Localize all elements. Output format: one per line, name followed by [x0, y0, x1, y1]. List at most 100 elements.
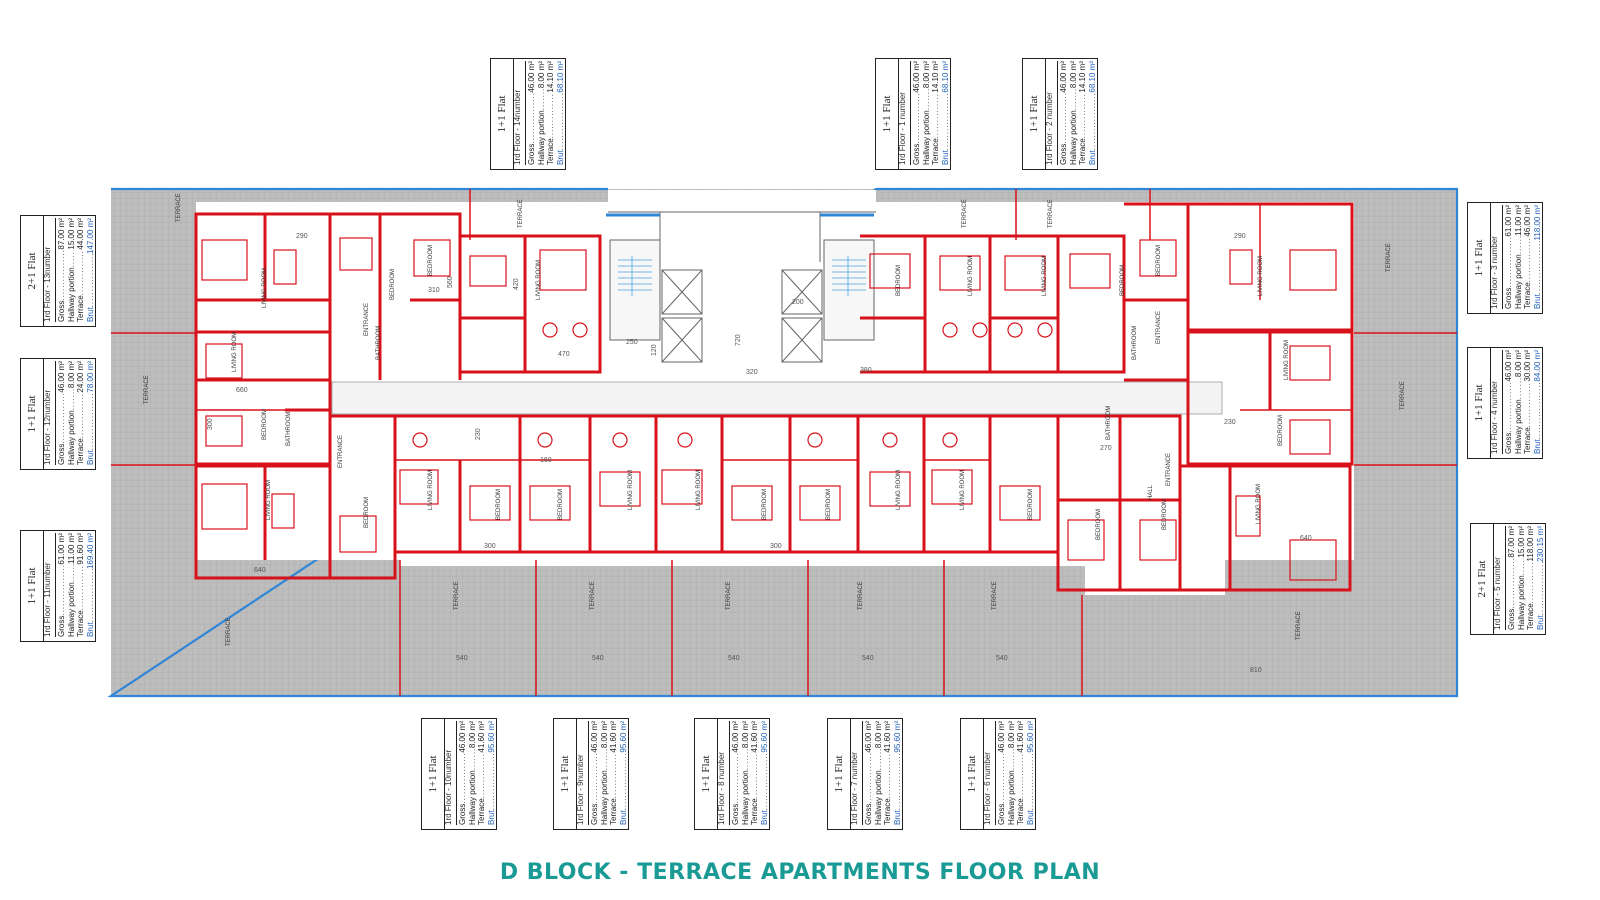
row-value: 8.00 m² — [536, 61, 546, 89]
card-row-brut: Brut230.15 m² — [1536, 526, 1546, 630]
room-label: BATHROOM — [376, 326, 382, 360]
row-label: Terrace — [609, 798, 618, 825]
area-card-5: 2+1 Flat 1rd Floor - 5 number Gross87.00… — [1470, 523, 1546, 635]
row-value: 44.00 m² — [76, 218, 85, 250]
card-row-hallway: Hallway portion8.00 m² — [1007, 721, 1017, 825]
dimension: 300 — [770, 543, 782, 550]
card-row-brut: Brut95.60 m² — [760, 721, 770, 825]
card-title: 1+1 Flat — [554, 719, 577, 829]
row-label: Brut — [486, 810, 496, 825]
row-label: Gross — [1059, 143, 1068, 165]
area-card-10: 1+1 Flat 1rd Floor - 10number Gross46.00… — [421, 718, 497, 830]
room-label: TERRACE — [518, 199, 524, 228]
row-label: Gross — [57, 443, 66, 465]
card-floor: 1rd Floor - 9number — [576, 754, 585, 825]
row-label: Hallway portion — [66, 582, 76, 637]
row-label: Terrace — [1526, 603, 1535, 630]
row-value: 230.15 m² — [1535, 526, 1545, 563]
room-label: TERRACE — [1296, 611, 1302, 640]
row-value: 61.00 m² — [57, 533, 66, 565]
card-row-gross: Gross 46.00 m² — [1059, 61, 1069, 165]
row-label: Terrace — [546, 138, 555, 165]
card-floor: 1rd Floor - 4 number — [1490, 381, 1499, 454]
card-floor: 1rd Floor - 5 number — [1493, 557, 1502, 630]
card-row-brut: Brut95.60 m² — [619, 721, 629, 825]
card-row-brut: Brut95.60 m² — [1026, 721, 1036, 825]
row-value: 8.00 m² — [740, 721, 750, 749]
row-value: 46.00 m² — [912, 61, 921, 93]
room-label: ENTRANCE — [338, 435, 344, 468]
room-label: LIVING ROOM — [628, 470, 634, 510]
row-value: 8.00 m² — [921, 61, 931, 89]
room-label: BEDROOM — [428, 245, 434, 276]
card-floor: 1rd Floor - 3 number — [1490, 236, 1499, 309]
card-title: 1+1 Flat — [1023, 59, 1046, 169]
card-floor: 1rd Floor - 14number — [513, 89, 522, 165]
room-label: BATHROOM — [286, 412, 292, 446]
area-card-1: 1+1 Flat 1rd Floor - 1 number Gross46.00… — [875, 58, 951, 170]
card-row-hallway: Hallway portion15.00 m² — [1517, 526, 1527, 630]
card-row-gross: Gross46.00 m² — [527, 61, 537, 165]
room-label: TERRACE — [992, 581, 998, 610]
row-value: 68.10 m² — [1087, 61, 1097, 93]
row-value: 46.00 m² — [1059, 61, 1068, 93]
room-label: ENTRANCE — [1166, 453, 1172, 486]
room-label: BEDROOM — [1156, 245, 1162, 276]
card-title: 1+1 Flat — [1468, 348, 1491, 458]
dimension: 250 — [626, 339, 638, 346]
row-value: 8.00 m² — [66, 361, 76, 389]
row-label: Gross — [1504, 287, 1513, 309]
dimension: 120 — [651, 344, 658, 356]
room-label: BEDROOM — [1162, 499, 1168, 530]
row-label: Hallway portion — [1513, 254, 1523, 309]
row-label: Gross — [527, 143, 536, 165]
card-row-gross: Gross46.00 m² — [57, 361, 67, 465]
row-value: 41.60 m² — [883, 721, 892, 753]
area-card-2: 1+1 Flat 1rd Floor - 2 number Gross46.00… — [1022, 58, 1098, 170]
card-row-terrace: Terrace14.10 m² — [931, 61, 941, 165]
card-row-hallway: Hallway portion8.00 m² — [1069, 61, 1079, 165]
plan-caption: D BLOCK - TERRACE APARTMENTS FLOOR PLAN — [499, 860, 1101, 885]
room-label: TERRACE — [962, 199, 968, 228]
dimension: 160 — [540, 457, 552, 464]
row-label: Gross — [57, 300, 66, 322]
row-value: 15.00 m² — [1516, 526, 1526, 558]
card-title: 2+1 Flat — [1471, 524, 1494, 634]
row-value: 46.00 m² — [1523, 205, 1532, 237]
card-row-terrace: Terrace41.60 m² — [609, 721, 619, 825]
card-floor: 1rd Floor - 11number — [43, 562, 52, 637]
row-value: 95.60 m² — [618, 721, 628, 753]
card-row-brut: Brut68.10 m² — [1088, 61, 1098, 165]
card-title: 1+1 Flat — [491, 59, 514, 169]
card-row-brut: Brut95.60 m² — [487, 721, 497, 825]
card-row-terrace: Terrace24.00 m² — [76, 361, 86, 465]
card-floor: 1rd Floor - 1 number — [898, 92, 907, 165]
room-label: LIVING ROOM — [262, 268, 268, 308]
dimension: 420 — [513, 278, 520, 290]
row-label: Gross — [1504, 432, 1513, 454]
dimension: 200 — [792, 299, 804, 306]
row-value: 14.10 m² — [1078, 61, 1087, 93]
room-label: LIVING ROOM — [1258, 256, 1264, 296]
card-row-brut: Brut118.00 m² — [1533, 205, 1543, 309]
area-card-7: 1+1 Flat 1rd Floor - 7 number Gross46.00… — [827, 718, 903, 830]
dimension: 640 — [1300, 535, 1312, 542]
room-label: BEDROOM — [1120, 265, 1126, 296]
row-label: Gross — [731, 803, 740, 825]
row-value: 84.00 m² — [1532, 350, 1542, 382]
dimension: 540 — [996, 655, 1008, 662]
room-label: ENTRANCE — [364, 303, 370, 336]
row-value: 87.00 m² — [57, 218, 66, 250]
card-title: 1+1 Flat — [828, 719, 851, 829]
row-value: 147.00 m² — [85, 218, 95, 255]
room-label: LIVING ROOM — [536, 260, 542, 300]
card-row-gross: Gross46.00 m² — [997, 721, 1007, 825]
row-value: 78.00 m² — [85, 361, 95, 393]
room-label: LIVING ROOM — [1284, 340, 1290, 380]
row-value: 41.60 m² — [1016, 721, 1025, 753]
card-row-brut: Brut84.00 m² — [1533, 350, 1543, 454]
dimension: 640 — [254, 567, 266, 574]
row-label: Terrace — [76, 438, 85, 465]
row-value: 91.60 m² — [76, 533, 85, 565]
